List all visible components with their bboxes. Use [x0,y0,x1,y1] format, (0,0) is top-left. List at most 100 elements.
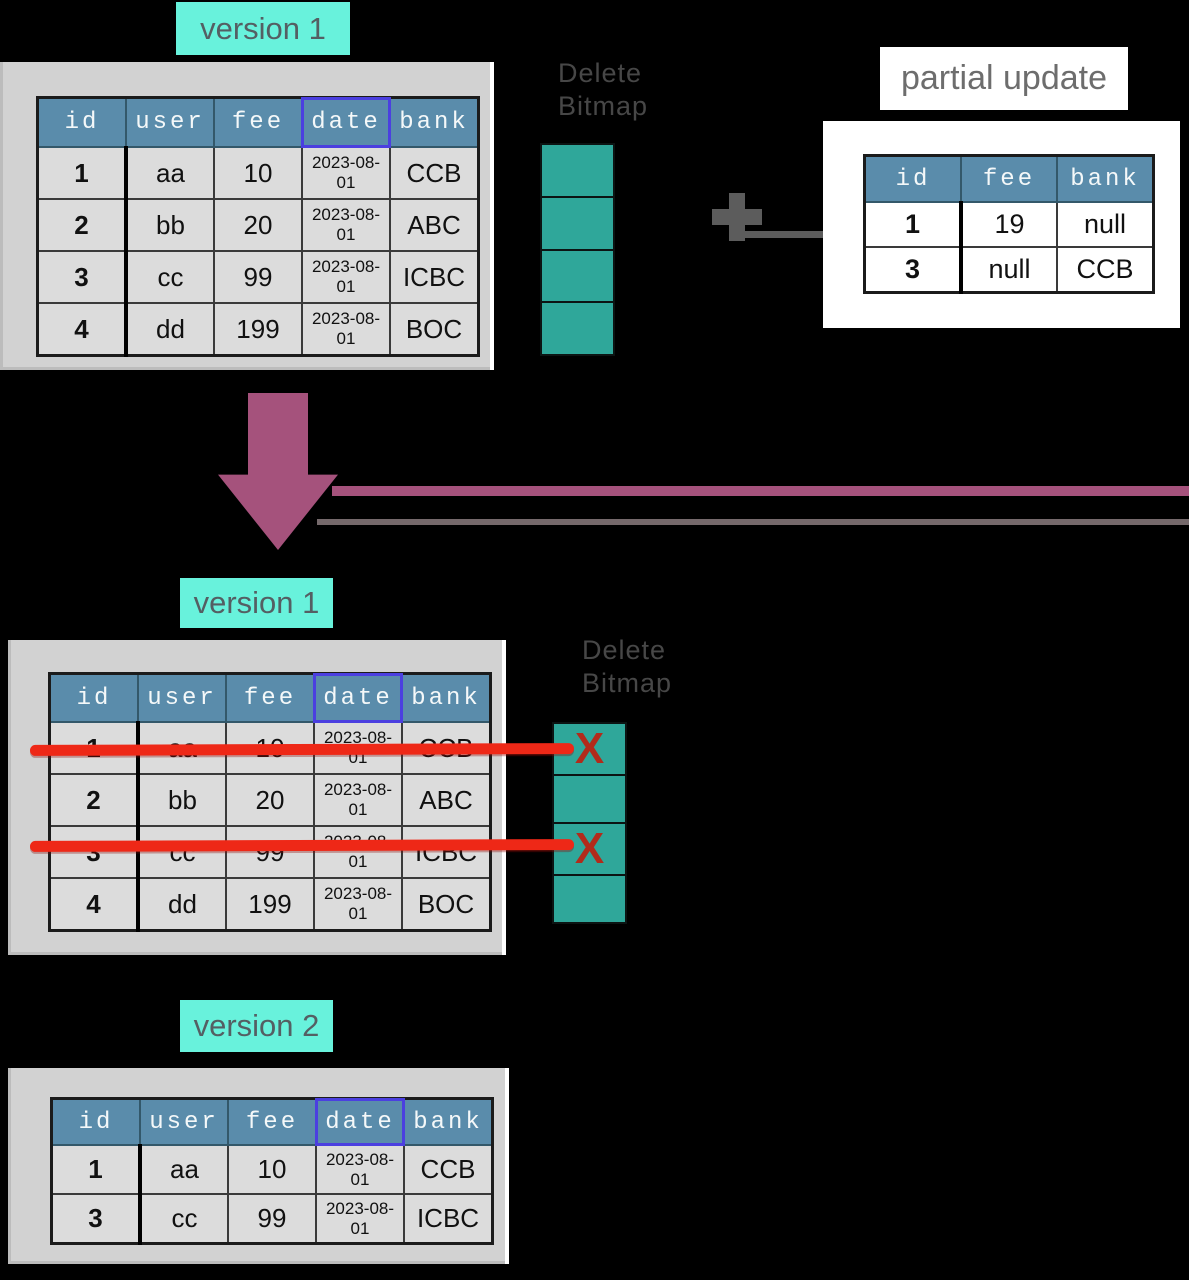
plus-icon [712,193,762,241]
table-cell: CCB [403,1144,494,1195]
version1-mid-tag-text: version 1 [193,585,320,620]
table-cell: ABC [389,198,480,252]
table-cell: 1 [36,146,128,200]
delete-bitmap-label-top: Delete Bitmap [558,57,648,123]
table-cell: 3 [50,1193,142,1245]
column-header-id: id [50,1097,141,1146]
column-header-bank: bank [389,96,480,148]
partial-update-tag-text: partial update [900,59,1108,97]
table-cell: bb [137,773,227,827]
table-cell: 2023-08-01 [315,1144,405,1195]
bitmap-cell [554,776,625,822]
delete-bitmap-strip-top [540,143,615,356]
table-cell: ABC [401,773,492,827]
table-cell: 20 [213,198,303,252]
table-cell: 2023-08-01 [313,773,403,827]
version1-top-tag: version 1 [176,2,350,55]
column-header-user: user [139,1097,229,1146]
table-cell: 2023-08-01 [301,198,391,252]
version2-tag-text: version 2 [193,1008,320,1043]
table-cell: 20 [225,773,315,827]
bitmap-cell [542,250,613,302]
table-cell: 1 [863,201,963,248]
column-header-user: user [125,96,215,148]
bitmap-cell-deleted-x: X [554,824,625,874]
table-cell: cc [125,250,215,304]
table-cell: ICBC [389,250,480,304]
table-cell: 2023-08-01 [301,302,391,357]
table-cell: aa [139,1144,229,1195]
gray-connector-line [317,519,1189,525]
column-header-date: date [301,96,391,148]
table-cell: null [960,246,1058,294]
table-cell: 199 [213,302,303,357]
table-cell: BOC [401,877,492,932]
bitmap-cell [554,876,625,922]
version1-top-tag-text: version 1 [200,10,326,46]
table-cell: dd [125,302,215,357]
table-cell: cc [137,825,227,879]
table-cell: dd [137,877,227,932]
table-cell: aa [125,146,215,200]
table-cell: 199 [225,877,315,932]
table-cell: 19 [960,201,1058,248]
table-cell: 10 [227,1144,317,1195]
table-cell: 1 [50,1144,142,1195]
strikethrough-line-row3 [29,839,575,852]
table-cell: ICBC [401,825,492,879]
column-header-id: id [863,154,962,203]
delete-bitmap-label-line2: Bitmap [582,668,673,698]
column-header-id: id [36,96,127,148]
bitmap-cell [542,197,613,249]
table-cell: 2023-08-01 [313,877,403,932]
table-cell: 99 [225,825,315,879]
column-header-bank: bank [403,1097,494,1146]
column-header-fee: fee [227,1097,317,1146]
table-cell: 3 [48,825,140,879]
table-cell: 4 [36,302,128,357]
table-cell: 3 [36,250,128,304]
table-cell: 4 [48,877,140,932]
table-cell: CCB [1056,246,1155,294]
version1-mid-table: iduserfeedatebank1aa102023-08-01CCB2bb20… [48,672,492,932]
delete-bitmap-label-line1: Delete [558,58,643,88]
table-cell: 10 [213,146,303,200]
bitmap-cell [542,145,613,196]
table-cell: 99 [227,1193,317,1245]
column-header-user: user [137,672,227,723]
down-arrow-icon [218,393,338,550]
column-header-fee: fee [225,672,315,723]
column-header-id: id [48,672,139,723]
table-cell: 2023-08-01 [313,825,403,879]
partial-update-tag: partial update [880,47,1128,110]
column-header-date: date [313,672,403,723]
column-header-bank: bank [1056,154,1155,203]
version2-tag: version 2 [180,1000,333,1052]
maroon-connector-line [332,486,1189,496]
table-cell: 2023-08-01 [301,146,391,200]
table-cell: BOC [389,302,480,357]
plus-connector-line [744,231,824,238]
table-cell: bb [125,198,215,252]
strikethrough-line-row1 [29,743,575,756]
table-cell: cc [139,1193,229,1245]
column-header-fee: fee [960,154,1058,203]
delete-bitmap-label-line2: Bitmap [558,91,649,121]
